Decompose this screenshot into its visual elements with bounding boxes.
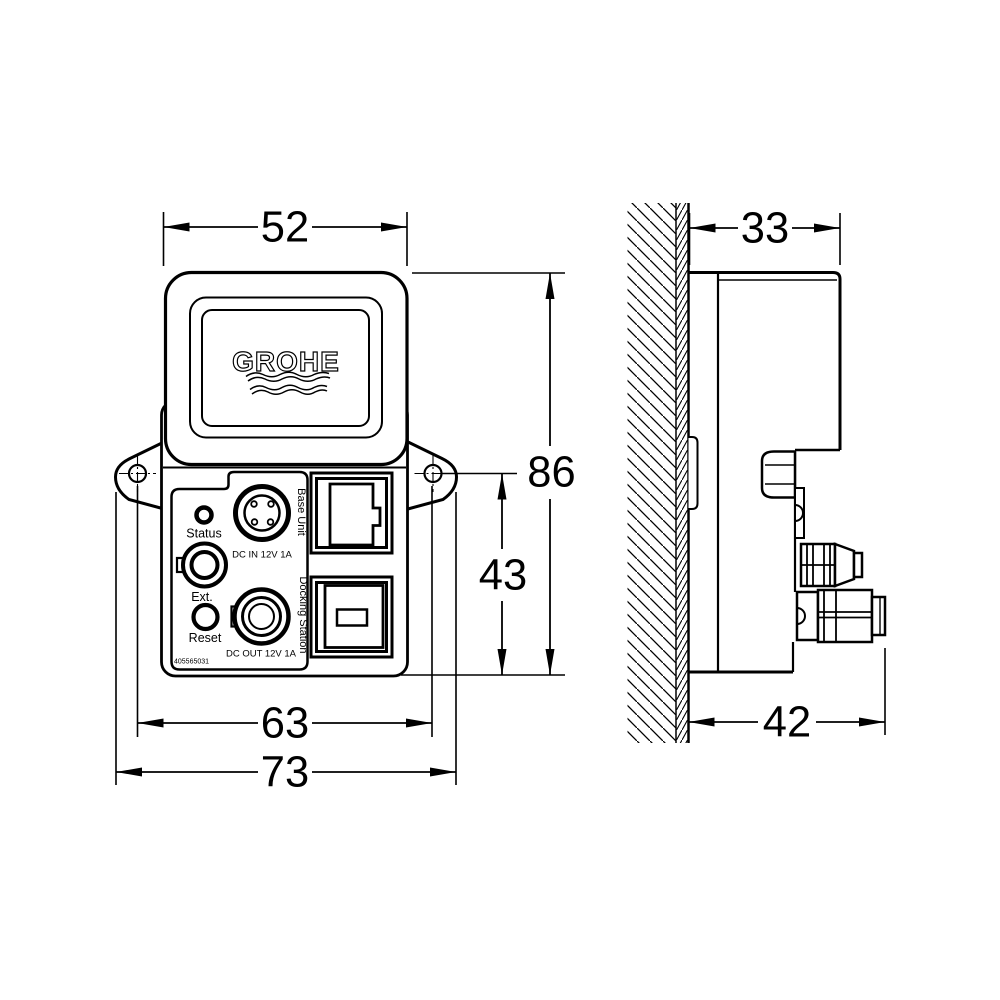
dim-hole-spacing-value: 63	[261, 700, 309, 748]
dim-overall-depth	[688, 648, 886, 735]
dim-hole-to-bottom-value: 43	[479, 552, 527, 600]
dc-out-connector	[230, 587, 291, 646]
ext-knob	[175, 541, 228, 589]
dim-hole-spacing	[136, 486, 433, 737]
grohe-logo-waves	[245, 371, 331, 395]
side-connector-lower	[795, 588, 887, 644]
reset-button	[191, 602, 220, 632]
dim-bottom-width	[115, 492, 457, 785]
side-connector-upper	[799, 542, 864, 588]
part-number: 405565031	[174, 659, 209, 666]
dc-in-label: DC IN 12V 1A	[232, 550, 292, 561]
dim-overall-depth-value: 42	[763, 699, 811, 747]
dc-in-connector	[233, 484, 291, 542]
side-bracket	[794, 487, 805, 539]
docking-station-label: Docking Station	[297, 576, 309, 653]
side-body	[688, 271, 842, 674]
dim-body-depth	[688, 213, 841, 265]
base-unit-jack	[309, 471, 394, 555]
front-view: GROHE Status DC IN 12V 1A Base Unit	[113, 204, 576, 797]
side-barrel	[760, 450, 797, 499]
screw-hole-left	[119, 455, 156, 492]
status-label: Status	[186, 527, 221, 541]
dim-hole-to-bottom	[442, 472, 517, 675]
wall-section	[627, 203, 690, 743]
dim-body-depth-value: 33	[741, 205, 789, 253]
side-view: 33 42	[627, 203, 887, 747]
docking-station-jack	[309, 575, 394, 659]
reset-label: Reset	[189, 631, 222, 645]
dim-overall-height-value: 86	[527, 449, 575, 497]
dim-top-width	[162, 212, 408, 266]
cover-inner-2	[201, 309, 370, 427]
dim-overall-height	[401, 272, 565, 676]
dc-out-label: DC OUT 12V 1A	[226, 649, 297, 660]
dim-top-width-value: 52	[261, 204, 309, 252]
grohe-logo: GROHE	[232, 345, 339, 395]
status-led	[194, 505, 214, 525]
side-ear-tab	[688, 436, 699, 510]
base-unit-label: Base Unit	[295, 488, 307, 536]
dim-bottom-width-value: 73	[261, 749, 309, 797]
ext-label: Ext.	[191, 590, 213, 604]
